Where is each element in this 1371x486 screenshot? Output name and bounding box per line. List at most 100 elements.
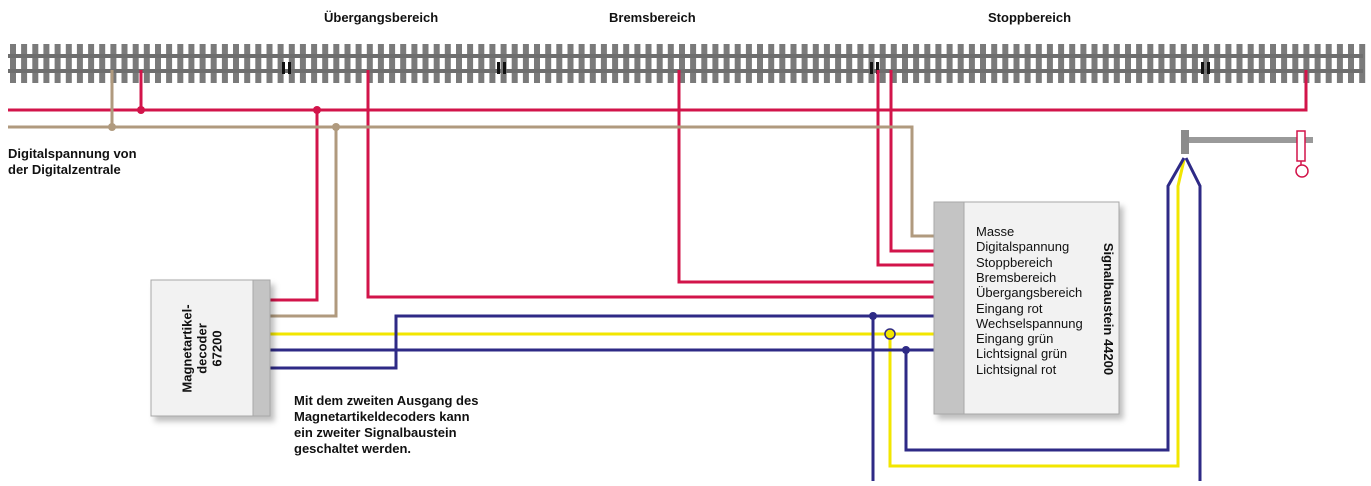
track-sleeper [745, 44, 752, 83]
track-sleeper [377, 44, 384, 83]
track-sleeper [143, 44, 150, 83]
signalbaustein-terminal-label: Masse [976, 224, 1015, 239]
track-sleeper [634, 44, 641, 83]
track-sleeper [902, 44, 908, 83]
track-sleeper [333, 44, 340, 83]
track-sleeper [545, 44, 552, 83]
track-sleeper [1270, 44, 1276, 83]
section-label-bremsbereich: Bremsbereich [609, 10, 696, 25]
track-sleeper [478, 44, 485, 83]
track-sleeper [980, 44, 986, 83]
track-sleeper [991, 44, 998, 83]
track-sleeper [690, 44, 697, 83]
track-sleeper [779, 44, 786, 83]
track-sleeper [1292, 44, 1299, 83]
red-junctions [137, 106, 321, 114]
signalbaustein-terminal-label: Lichtsignal rot [976, 361, 1057, 377]
track-sleeper [1258, 44, 1265, 83]
track-sleeper [701, 44, 708, 83]
track-sleeper [734, 44, 741, 83]
track-sleeper [255, 44, 262, 83]
track-sleeper [1058, 44, 1065, 83]
signalbaustein-terminal-label: Stoppbereich [976, 254, 1053, 270]
track-sleeper [1281, 44, 1288, 83]
track-sleeper [110, 44, 117, 83]
track-sleeper [600, 44, 607, 83]
track-sleeper [1069, 44, 1076, 83]
track-sleeper [322, 44, 329, 83]
wire-junctions [869, 312, 910, 354]
track-sleeper [489, 44, 496, 83]
track-sleeper [389, 44, 396, 83]
track-sleeper [177, 44, 184, 83]
section-label-stoppbereich: Stoppbereich [988, 10, 1072, 25]
insulation-joint [870, 62, 879, 74]
track-sleeper [679, 44, 685, 83]
track-sleeper [712, 44, 719, 83]
magnetartikeldecoder-box [150, 279, 271, 417]
track-sleeper [1080, 44, 1087, 83]
track-sleeper [411, 44, 418, 83]
track-sleeper [957, 44, 964, 83]
signalbaustein-title: Signalbaustein 44200 [1101, 242, 1116, 376]
track-sleeper [1002, 44, 1009, 83]
track-sleeper [65, 44, 72, 83]
red-wires [8, 70, 1308, 302]
track-sleeper [1303, 44, 1310, 83]
track-sleeper [400, 44, 407, 83]
track-sleeper [244, 44, 251, 83]
track-sleeper [656, 44, 663, 83]
track-sleeper [233, 44, 239, 83]
track-sleeper [422, 44, 429, 83]
track-sleeper [1035, 44, 1042, 83]
track-sleeper [913, 44, 920, 83]
insulation-joint [282, 62, 291, 74]
track-sleeper [1180, 44, 1187, 83]
track-sleeper [511, 44, 518, 83]
signalbaustein-terminal-label: Lichtsignal grün [976, 346, 1068, 362]
decoder-title: Magnetartikel- decoder 67200 [179, 304, 225, 393]
track-sleeper [54, 44, 61, 83]
track-sleeper [1102, 44, 1109, 83]
track-sleeper [221, 44, 228, 83]
track-sleeper [1203, 44, 1210, 83]
track-sleeper [567, 44, 574, 83]
track-sleeper [344, 44, 351, 83]
track-sleeper [1013, 44, 1020, 83]
track-sleeper [456, 44, 462, 83]
track-sleeper [76, 44, 83, 83]
track-sleeper [1314, 44, 1321, 83]
track-sleeper [1325, 44, 1332, 83]
signalbaustein-terminal-label: Digitalspannung [976, 239, 1070, 255]
track-sleeper [1236, 44, 1243, 83]
track-sleeper [846, 44, 853, 83]
track-sleeper [768, 44, 775, 83]
track-sleeper [311, 44, 318, 83]
track-sleeper [1169, 44, 1176, 83]
track-sleeper [935, 44, 942, 83]
track-sleeper [801, 44, 808, 83]
signalbaustein-terminal-label: Bremsbereich [976, 269, 1057, 285]
track-sleeper [589, 44, 596, 83]
track-sleeper [623, 44, 630, 83]
track-sleeper [1024, 44, 1031, 83]
track [8, 44, 1366, 83]
track-sleeper [132, 44, 139, 83]
track-sleeper [88, 44, 95, 83]
section-label-uebergangsbereich: Übergangsbereich [324, 10, 439, 25]
track-sleeper [723, 44, 730, 83]
track-sleeper [522, 44, 529, 83]
track-sleeper [534, 44, 540, 83]
track-sleeper [1091, 44, 1098, 83]
track-sleeper [1214, 44, 1221, 83]
insulation-joint [1201, 62, 1210, 74]
track-sleeper [1046, 44, 1053, 83]
second-output-note: Mit dem zweiten Ausgang des Magnetartike… [294, 393, 479, 456]
track-sleeper [433, 44, 440, 83]
track-sleeper [99, 44, 106, 83]
track-sleeper [645, 44, 652, 83]
digital-supply-note: Digitalspannung von der Digitalzentrale [8, 146, 137, 177]
track-sleeper [790, 44, 797, 83]
track-sleeper [366, 44, 373, 83]
